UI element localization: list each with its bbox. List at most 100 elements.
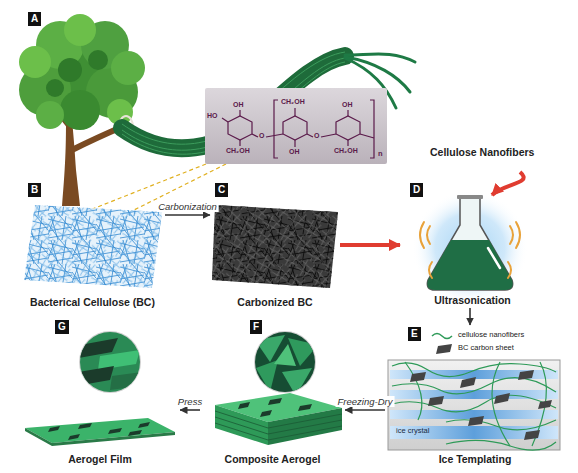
panel-caption: Cellulose Nanofibers (430, 146, 534, 159)
ultrasonic-flask (412, 190, 528, 306)
text-label: ice crystal (396, 427, 429, 435)
panel-letter: E (408, 327, 421, 341)
panel-caption: Ultrasonication (400, 294, 545, 307)
tree-part (64, 14, 96, 46)
text-label: O (259, 132, 264, 140)
aerogel-film-part-part (75, 328, 145, 398)
carbonized-mesh-part (212, 205, 338, 288)
fiber-bundle-part (345, 57, 410, 92)
cellulose-structure-part-part (294, 108, 295, 116)
cellulose-structure-part-part (252, 134, 258, 137)
ice-templating-tank (388, 334, 560, 451)
tree-part (60, 90, 100, 130)
ice-templating-tank-part (432, 334, 452, 339)
text-label: n (378, 150, 383, 158)
composite-aerogel-part-part (282, 368, 312, 396)
ice-templating-tank-part (436, 344, 452, 354)
text-label: CH₂OH (281, 98, 305, 106)
arrow-label: Press (176, 396, 204, 407)
arrow-label: Carbonization (156, 201, 219, 212)
cellulose-structure (205, 88, 387, 164)
text-label: OH (342, 101, 353, 109)
carbonized-mesh-part (212, 205, 338, 288)
composite-aerogel-part (268, 408, 342, 445)
text-label: CH₂OH (334, 147, 358, 155)
aerogel-film-part (48, 422, 150, 440)
cellulose-structure-part-part (222, 118, 228, 122)
panel: CCarbonized BC (210, 180, 340, 315)
ice-templating-tank-part-part (410, 372, 426, 382)
cellulose-structure-part-part (336, 116, 360, 140)
cellulose-structure-part-part (360, 134, 374, 138)
composite-aerogel-part-part (215, 423, 342, 440)
ice-templating-tank-part-part (492, 362, 510, 446)
ultrasonic-flask-part (457, 195, 483, 199)
ultrasonic-flask-part (412, 190, 528, 306)
text-label: HO (207, 112, 218, 120)
ice-templating-tank-part-part (405, 362, 422, 420)
tree-part (19, 46, 51, 78)
ice-templating-tank-part-part (392, 395, 556, 412)
composite-aerogel-part-part (260, 410, 272, 417)
panel-caption: Bacterical Cellulose (BC) (20, 296, 165, 309)
cellulose-structure-part-part (228, 116, 252, 140)
aerogel-film-part-part (68, 434, 80, 440)
process-arrow (492, 172, 524, 195)
composite-aerogel (215, 328, 342, 445)
cellulose-structure-part-part (274, 100, 278, 158)
ice-templating-tank-part-part (494, 393, 510, 404)
composite-aerogel-part-part (250, 328, 320, 398)
tree-part (62, 120, 80, 206)
ultrasonic-flask-part (420, 222, 520, 278)
panel-letter: B (28, 183, 41, 197)
panel-letter: F (250, 320, 262, 334)
aerogel-film-part-part (128, 430, 142, 436)
cellulose-structure-part-part (321, 134, 336, 137)
cellulose-structure-part-part (347, 140, 348, 146)
aerogel-film-part (52, 432, 175, 446)
tree (19, 14, 145, 206)
composite-aerogel-part (250, 328, 320, 398)
panel: ACellulose Nanofibers (20, 8, 555, 172)
composite-aerogel-part-part (268, 398, 282, 405)
ice-templating-tank-part (410, 370, 552, 440)
ice-templating-tank-part-part (446, 440, 556, 450)
tree-part (36, 101, 64, 129)
aerogel-film-part-part (78, 423, 92, 429)
text-label: O (314, 132, 319, 140)
panel-caption: Ice Templating (385, 453, 565, 466)
bacterial-cellulose-mesh (24, 205, 162, 288)
aerogel-film-part-part (98, 350, 140, 370)
composite-aerogel-part (215, 405, 268, 445)
composite-aerogel-part (238, 398, 312, 417)
panel: DUltrasonication (400, 195, 545, 308)
ice-templating-tank-part-part (428, 396, 444, 406)
ultrasonic-flask-part-part (427, 226, 430, 244)
dashed-zoom-lines-part (130, 164, 226, 212)
panel-letter: G (55, 320, 69, 334)
panel-letter: D (410, 183, 423, 197)
aerogel-film-part-part (110, 372, 142, 390)
ultrasonic-flask-part (488, 248, 500, 268)
ultrasonic-flask-part-part (508, 262, 511, 278)
ultrasonic-flask-part (427, 240, 512, 290)
aerogel-film-part-part (48, 426, 60, 432)
ultrasonic-flask-part-part (429, 262, 432, 278)
ultrasonic-flask-part-part (510, 226, 513, 244)
tree-part (88, 50, 108, 70)
ultrasonic-flask-part-part (420, 222, 424, 248)
carbonized-mesh (212, 205, 338, 288)
panel-caption: Carbonized BC (210, 296, 340, 309)
ice-templating-tank-part-part (538, 400, 552, 409)
process-arrow (165, 214, 210, 216)
composite-aerogel-part-part (238, 402, 250, 409)
aerogel-film-part (25, 428, 52, 446)
text-label: OH (289, 148, 300, 156)
bacterial-cellulose-mesh-part (24, 205, 162, 288)
aerogel-film (25, 328, 175, 446)
text-label: CH₂OH (226, 147, 250, 155)
carbonized-mesh-part (212, 205, 338, 288)
